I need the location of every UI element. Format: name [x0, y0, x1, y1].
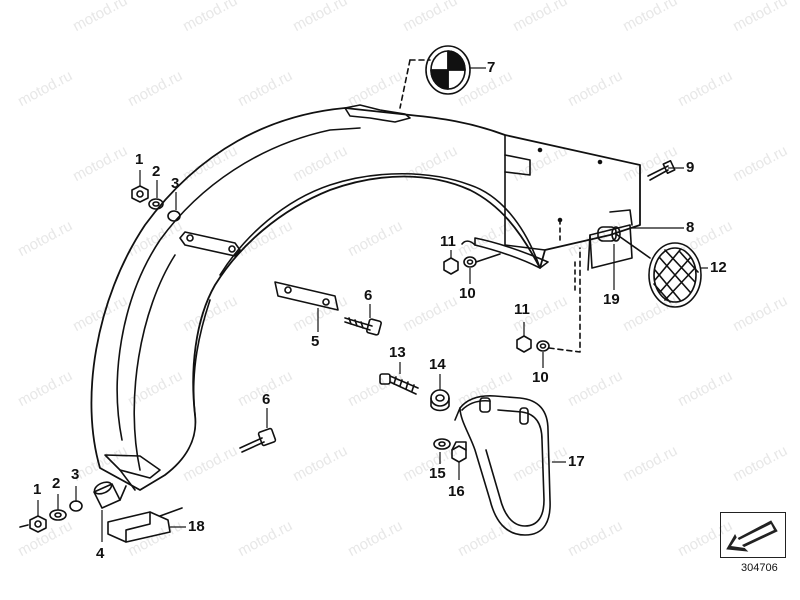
callout-3-lower[interactable]: 3	[71, 466, 80, 483]
fasteners-15-16	[434, 439, 466, 462]
bracket-8	[588, 210, 632, 270]
callout-14[interactable]: 14	[429, 356, 446, 373]
callout-6-upper[interactable]: 6	[364, 287, 373, 304]
callout-11-upper[interactable]: 11	[440, 233, 456, 250]
callout-8[interactable]: 8	[686, 219, 695, 236]
screw-9	[648, 161, 675, 180]
callout-19[interactable]: 19	[603, 291, 620, 308]
callout-10-upper[interactable]: 10	[459, 285, 476, 302]
callout-17[interactable]: 17	[568, 453, 585, 470]
callout-2-lower[interactable]: 2	[52, 475, 61, 492]
callout-4[interactable]: 4	[96, 545, 105, 562]
callout-2-upper[interactable]: 2	[152, 163, 161, 180]
emblem-7	[400, 46, 470, 108]
callout-16[interactable]: 16	[448, 483, 465, 500]
bolt-13	[380, 374, 418, 394]
mudflap-17	[455, 396, 550, 535]
callout-12[interactable]: 12	[710, 259, 727, 276]
bolt-6-lower	[240, 428, 276, 452]
callout-5[interactable]: 5	[311, 333, 320, 350]
callout-7[interactable]: 7	[487, 59, 496, 76]
orientation-box	[720, 512, 786, 558]
direction-arrow-icon	[726, 520, 778, 552]
callout-1-lower[interactable]: 1	[33, 481, 42, 498]
strap-upper	[180, 232, 240, 256]
callout-10-lower[interactable]: 10	[532, 369, 549, 386]
reflector-12	[616, 234, 701, 307]
callout-11-lower[interactable]: 11	[514, 301, 530, 318]
callout-15[interactable]: 15	[429, 465, 446, 482]
callout-18[interactable]: 18	[188, 518, 205, 535]
mudguard-shell	[91, 105, 640, 490]
bolt-6-upper	[345, 318, 382, 335]
callout-1-upper[interactable]: 1	[135, 151, 144, 168]
callout-13[interactable]: 13	[389, 344, 406, 361]
callout-3-upper[interactable]: 3	[171, 175, 180, 192]
callout-9[interactable]: 9	[686, 159, 695, 176]
diagram-reference-number: 304706	[741, 562, 778, 574]
bracket-5	[275, 282, 338, 310]
callout-6-lower[interactable]: 6	[262, 391, 271, 408]
